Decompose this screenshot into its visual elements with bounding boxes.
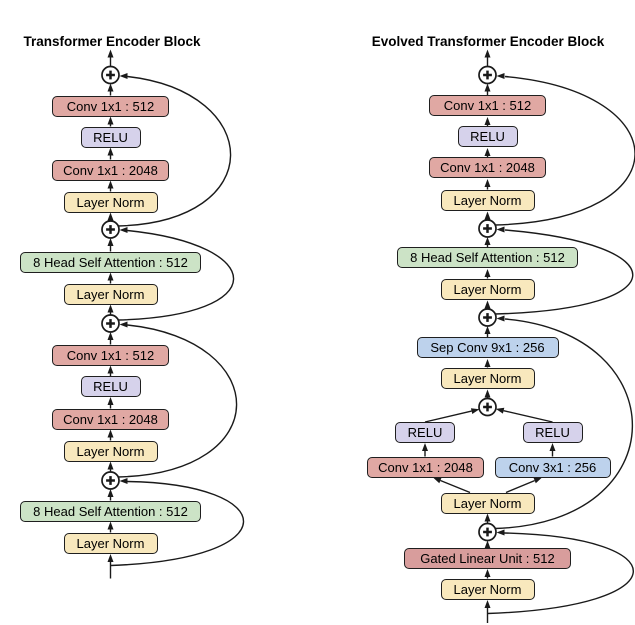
node-layer-norm: Layer Norm: [440, 189, 535, 211]
node-conv-1x1-512: Conv 1x1 : 512: [52, 344, 169, 366]
skip-connection: [117, 73, 232, 227]
residual-add-icon: [478, 522, 497, 542]
node-8-head-self-attention-512: 8 Head Self Attention : 512: [20, 251, 201, 273]
flow-arrows: [107, 49, 556, 623]
node-conv-1x1-2048: Conv 1x1 : 2048: [367, 456, 484, 478]
node-relu: RELU: [80, 376, 141, 397]
residual-add-icon: [478, 219, 497, 238]
node-layer-norm: Layer Norm: [63, 283, 158, 305]
node-layer-norm: Layer Norm: [63, 440, 158, 462]
node-layer-norm: Layer Norm: [440, 492, 535, 514]
left-diagram-title: Transformer Encoder Block: [23, 34, 201, 49]
output-arrow-right: [484, 49, 491, 67]
branch-arrow: [424, 408, 480, 423]
right-diagram-title: Evolved Transformer Encoder Block: [371, 34, 605, 49]
skip-connection: [117, 227, 235, 321]
skip-connection: [487, 529, 634, 615]
node-8-head-self-attention-512: 8 Head Self Attention : 512: [397, 247, 578, 268]
node-relu: RELU: [457, 126, 518, 147]
node-8-head-self-attention-512: 8 Head Self Attention : 512: [20, 500, 201, 522]
node-sep-conv-9x1-256: Sep Conv 9x1 : 256: [416, 337, 559, 358]
node-conv-1x1-2048: Conv 1x1 : 2048: [429, 157, 546, 178]
branch-arrow: [433, 477, 471, 494]
output-arrow-left: [107, 49, 114, 67]
node-conv-1x1-2048: Conv 1x1 : 2048: [52, 159, 169, 181]
node-conv-1x1-2048: Conv 1x1 : 2048: [52, 408, 169, 430]
branch-arrow: [495, 407, 553, 423]
node-layer-norm: Layer Norm: [440, 278, 535, 300]
skip-connection: [494, 226, 634, 315]
residual-add-icon: [101, 314, 120, 333]
skip-connection-curves: [110, 73, 635, 615]
residual-add-icon: [478, 308, 497, 327]
node-layer-norm: Layer Norm: [63, 191, 158, 213]
residual-add-icon: [101, 220, 120, 239]
input-arrow-right: [484, 600, 491, 623]
residual-add-icon: [478, 397, 497, 417]
node-conv-3x1-256: Conv 3x1 : 256: [494, 456, 611, 478]
node-relu: RELU: [395, 422, 455, 443]
skip-connection: [110, 478, 245, 567]
node-gated-linear-unit-512: Gated Linear Unit : 512: [404, 548, 571, 569]
skip-connection: [117, 321, 238, 478]
node-layer-norm: Layer Norm: [63, 532, 158, 554]
node-layer-norm: Layer Norm: [440, 578, 535, 600]
node-layer-norm: Layer Norm: [440, 367, 535, 389]
skip-connection: [494, 315, 634, 530]
branch-arrow: [505, 477, 542, 494]
residual-add-icon: [101, 65, 120, 85]
residual-add-nodes: [101, 65, 497, 542]
node-relu: RELU: [522, 422, 583, 443]
residual-add-icon: [478, 65, 497, 85]
node-conv-1x1-512: Conv 1x1 : 512: [429, 95, 546, 116]
input-arrow-left: [107, 554, 114, 579]
node-relu: RELU: [80, 126, 141, 148]
node-conv-1x1-512: Conv 1x1 : 512: [52, 95, 169, 117]
residual-add-icon: [101, 471, 120, 490]
